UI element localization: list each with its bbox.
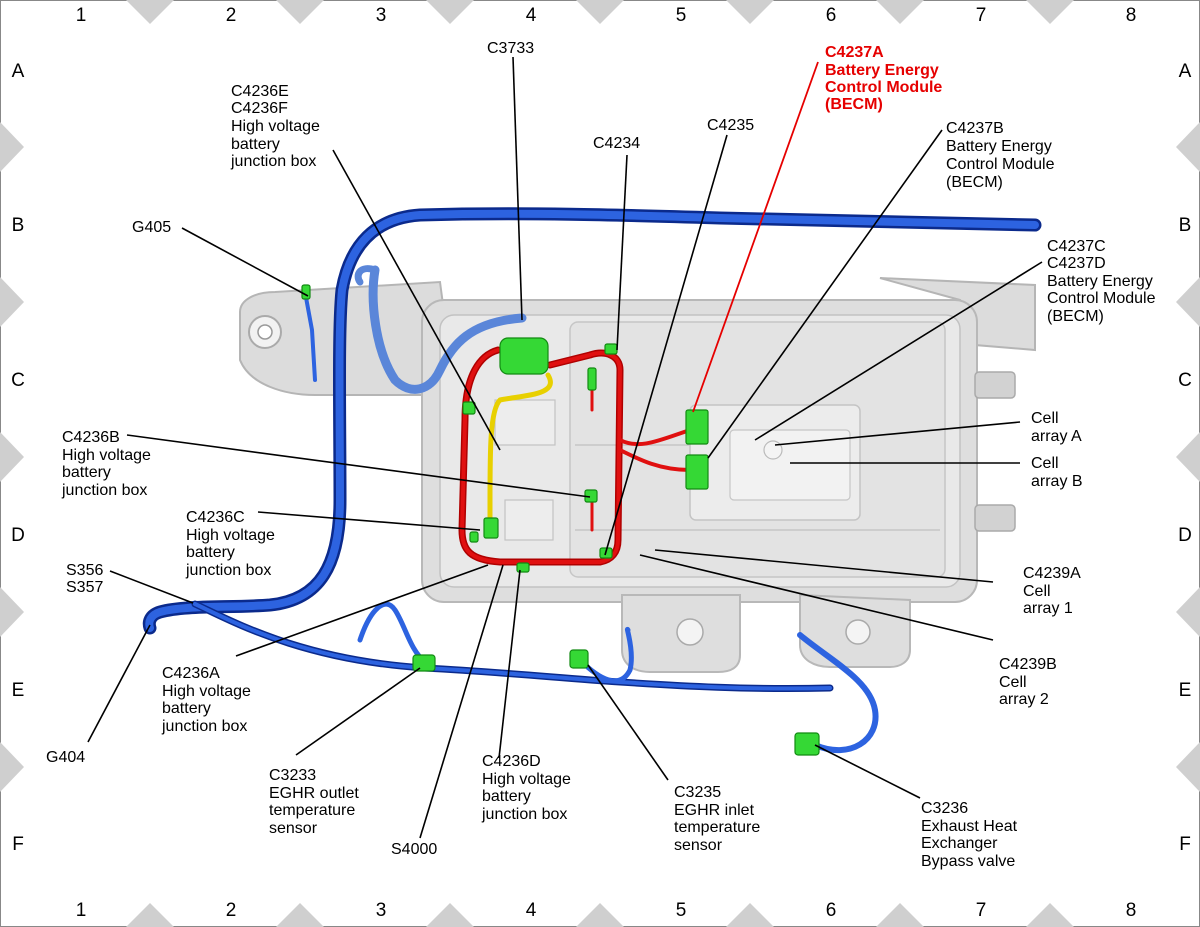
col-label-bottom: 7: [976, 900, 987, 921]
label-c4237c-c4237d: C4237C C4237D Battery Energy Control Mod…: [1047, 238, 1160, 325]
label-g405: G405: [132, 219, 171, 236]
col-label-bottom: 3: [376, 900, 387, 921]
connector-c3233: [412, 654, 436, 672]
col-label-top: 3: [376, 5, 387, 26]
col-label-top: 7: [976, 5, 987, 26]
label-s4000: S4000: [391, 841, 437, 858]
label-g404: G404: [46, 749, 85, 766]
connector-c4236c: [483, 517, 499, 539]
label-c3235: C3235 EGHR inlet temperature sensor: [674, 784, 765, 854]
label-c3233: C3233 EGHR outlet temperature sensor: [269, 767, 363, 837]
row-label-left: C: [11, 370, 25, 391]
col-label-bottom: 4: [526, 900, 537, 921]
connector-c4234: [604, 343, 618, 355]
grid-labels: 1 2 3 4 5 6 7 8 1 2 3 4 5 6 7 8 A B C D …: [11, 5, 1192, 921]
col-label-top: 4: [526, 5, 537, 26]
label-cell-array-b: Cell array B: [1031, 455, 1083, 490]
row-label-right: C: [1178, 370, 1192, 391]
col-label-top: 5: [676, 5, 687, 26]
battery-pack-housing: [239, 277, 1036, 673]
connector-g405: [301, 284, 311, 300]
label-c4234: C4234: [593, 135, 640, 152]
low-voltage-harness: [142, 207, 1042, 753]
label-s356-s357: S356 S357: [66, 562, 108, 596]
connector-c4236e: [462, 401, 476, 415]
label-c4236c: C4236C High voltage battery junction box: [185, 509, 279, 579]
connector-c4236d: [516, 562, 530, 573]
connector-c4236a: [469, 531, 479, 543]
label-c4235: C4235: [707, 117, 754, 134]
label-c4239a: C4239A Cell array 1: [1023, 565, 1084, 617]
label-c4236e-c4236f: C4236E C4236F High voltage battery junct…: [230, 83, 324, 170]
row-label-left: D: [11, 525, 25, 546]
col-label-bottom: 2: [226, 900, 237, 921]
label-c4236d: C4236D High voltage battery junction box: [481, 753, 575, 823]
row-label-left: B: [12, 215, 25, 236]
label-c3733: C3733: [487, 40, 534, 57]
label-c4237b: C4237B Battery Energy Control Module (BE…: [946, 120, 1059, 191]
label-c4236b: C4236B High voltage battery junction box: [61, 429, 155, 499]
col-label-top: 2: [226, 5, 237, 26]
connector-c3235: [569, 649, 589, 669]
col-label-bottom: 8: [1126, 900, 1137, 921]
row-label-right: A: [1179, 61, 1192, 82]
col-label-bottom: 6: [826, 900, 837, 921]
col-label-top: 8: [1126, 5, 1137, 26]
row-label-left: F: [12, 834, 24, 855]
row-label-right: E: [1179, 680, 1192, 701]
label-c4236a: C4236A High voltage battery junction box: [161, 665, 255, 735]
col-label-top: 1: [76, 5, 87, 26]
leader-lines: [87, 56, 1043, 839]
connector-sense: [587, 367, 597, 391]
connector-c4237a: [685, 409, 709, 445]
connectors: [301, 284, 820, 756]
row-label-right: F: [1179, 834, 1191, 855]
callout-labels: C3733 C4237A Battery Energy Control Modu…: [46, 40, 1160, 870]
col-label-bottom: 1: [76, 900, 87, 921]
label-c4237a: C4237A Battery Energy Control Module (BE…: [825, 44, 947, 113]
row-label-right: B: [1179, 215, 1192, 236]
label-cell-array-a: Cell array A: [1031, 410, 1082, 445]
col-label-bottom: 5: [676, 900, 687, 921]
col-label-top: 6: [826, 5, 837, 26]
label-c3236: C3236 Exhaust Heat Exchanger Bypass valv…: [921, 800, 1022, 870]
label-c4239b: C4239B Cell array 2: [999, 656, 1061, 708]
connector-c3733: [499, 337, 549, 375]
row-label-left: A: [12, 61, 25, 82]
row-label-left: E: [12, 680, 25, 701]
connector-c3236: [794, 732, 820, 756]
connector-c4237b: [685, 454, 709, 490]
row-label-right: D: [1178, 525, 1192, 546]
